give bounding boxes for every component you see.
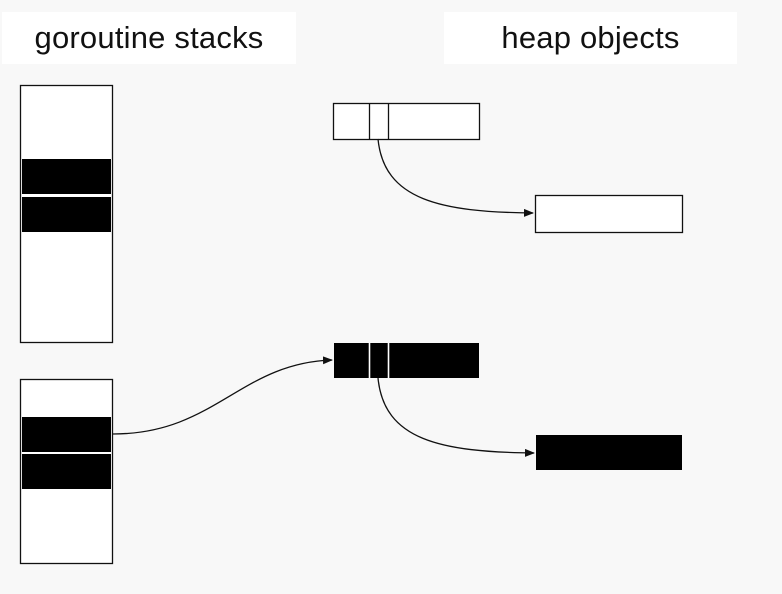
pointer-c-to-d: [377, 377, 535, 457]
goroutine-stack-1: [19, 84, 114, 344]
heap-object-b: [534, 194, 684, 234]
goroutine-stacks-header: goroutine stacks: [2, 12, 296, 64]
heap-object-a-body: [332, 102, 481, 141]
heap-object-a: [332, 102, 481, 141]
goroutine-stacks-title: goroutine stacks: [34, 20, 264, 55]
heap-objects-header: heap objects: [444, 12, 737, 64]
goroutine-stack-2: [19, 378, 114, 565]
stack-1-slot-1-live: [22, 159, 111, 194]
heap-objects-title: heap objects: [501, 20, 680, 55]
pointer-stack-2-to-c: [112, 356, 333, 435]
heap-object-d: [536, 435, 682, 470]
stack-2-slot-2-live: [22, 454, 111, 489]
heap-object-c: [334, 343, 479, 378]
stack-2-slot-1-live: [22, 417, 111, 452]
stack-1-slot-2-live: [22, 197, 111, 232]
pointer-a-to-b: [377, 138, 534, 217]
heap-object-c-body: [334, 343, 479, 378]
